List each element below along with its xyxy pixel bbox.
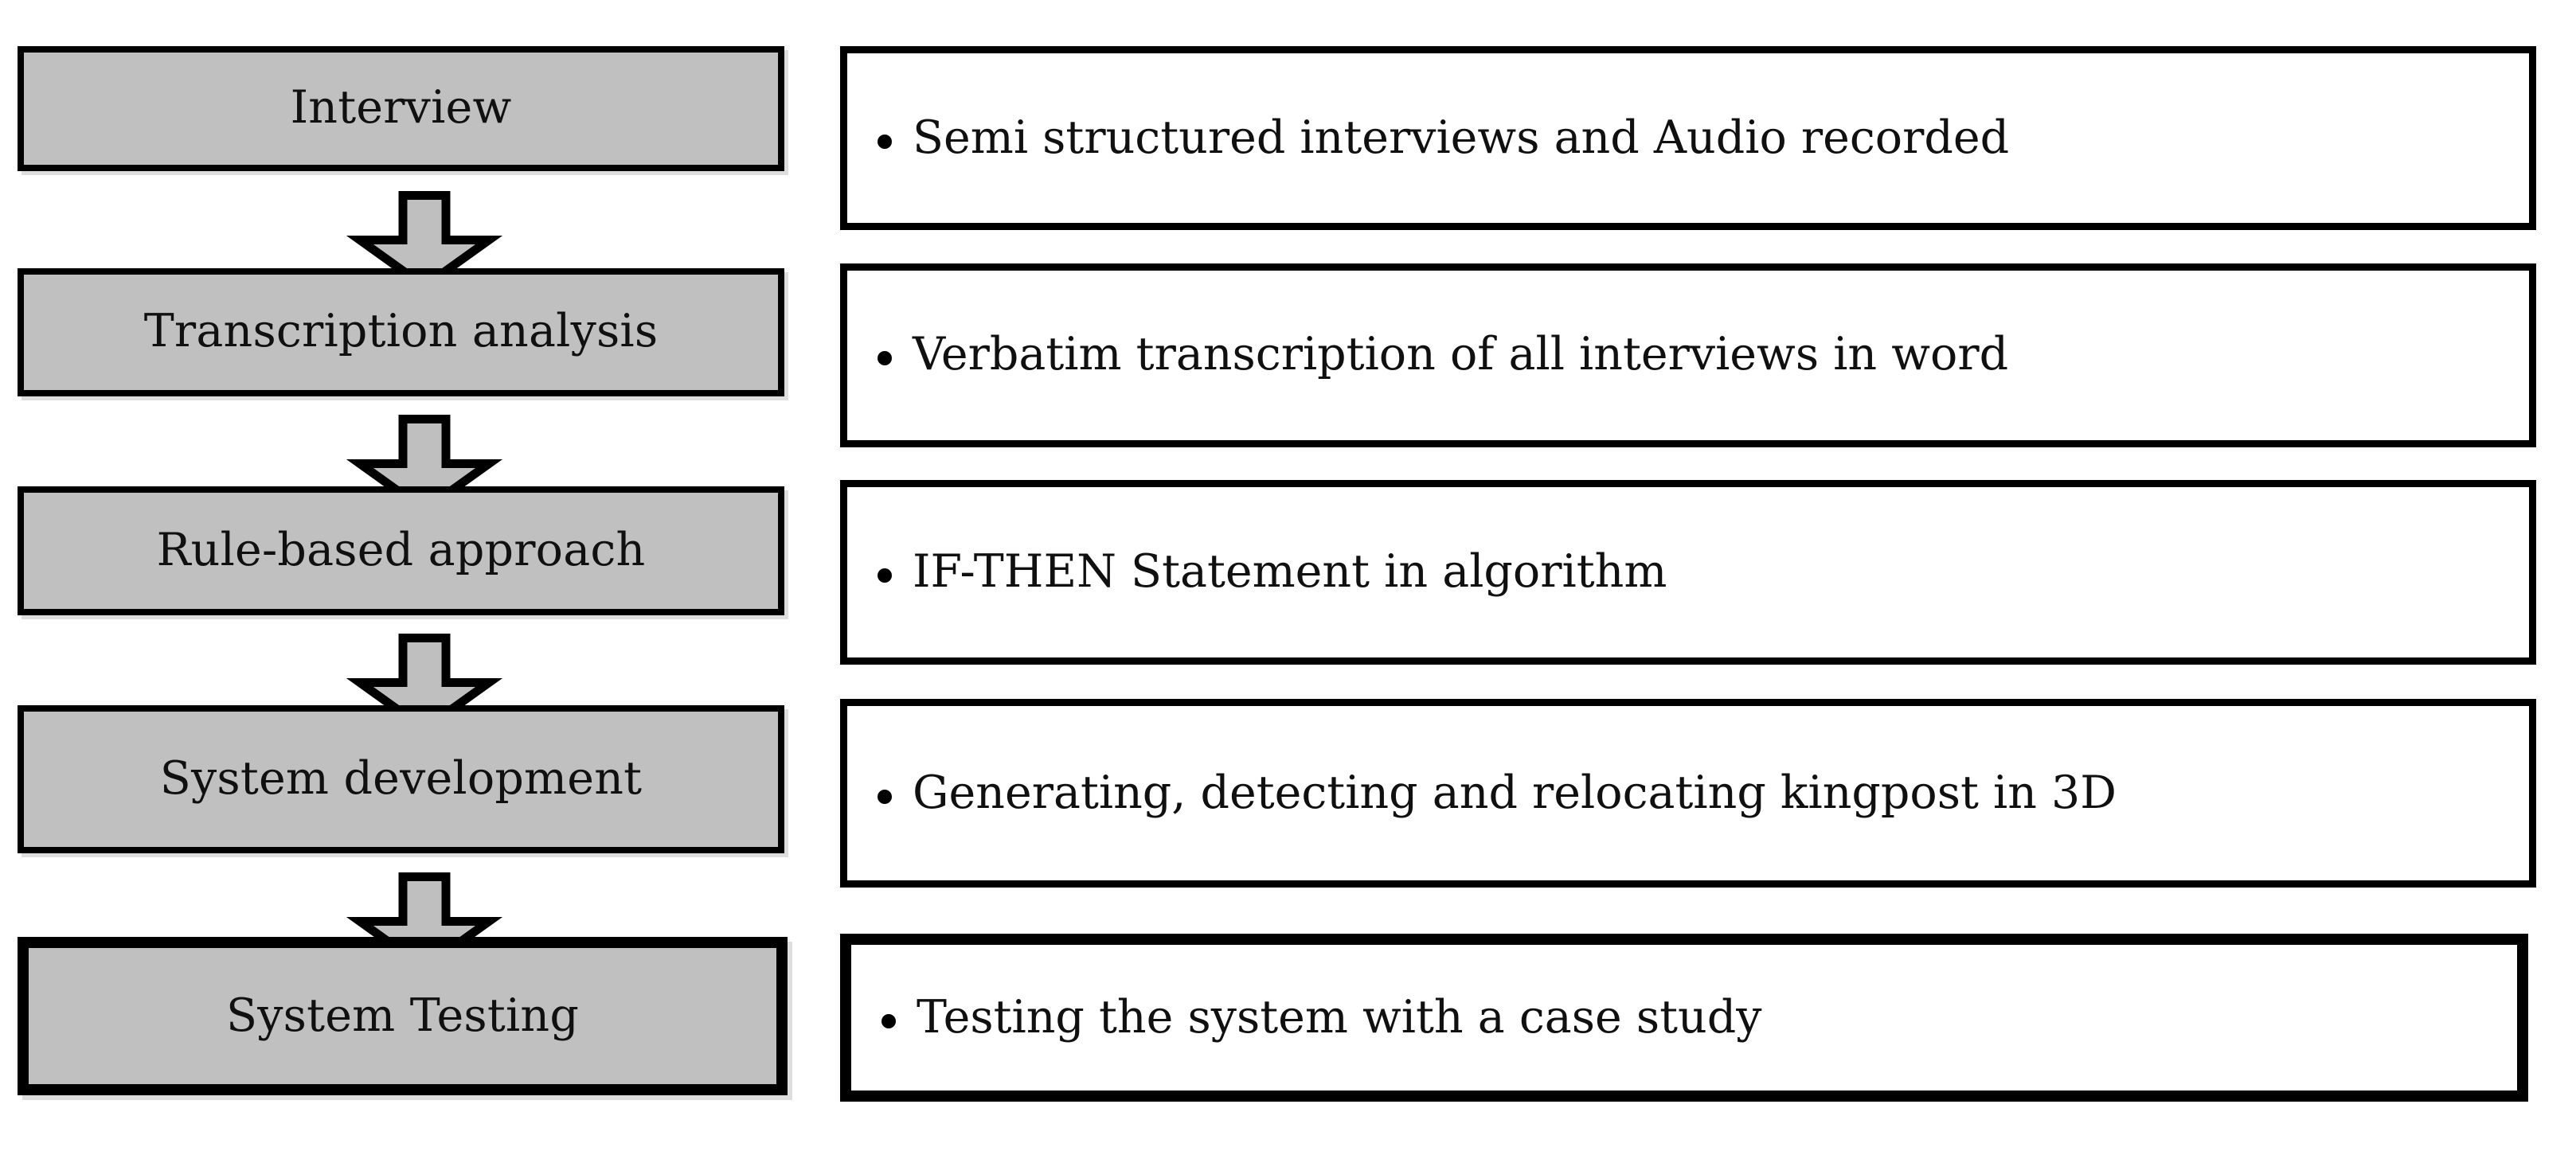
bullet-dot-icon [878, 568, 892, 583]
detail-text: Verbatim transcription of all interviews… [913, 328, 2009, 381]
flow-row-5: System Testing Testing the system with a… [0, 0, 2576, 1102]
flow-row-1: Interview Semi structured interviews and… [0, 0, 2576, 292]
flow-row-4: System development Generating, detecting… [0, 0, 2576, 973]
detail-box-rule-based-approach[interactable]: IF-THEN Statement in algorithm [840, 480, 2536, 665]
detail-box-system-development[interactable]: Generating, detecting and relocating kin… [840, 698, 2536, 888]
bullet-dot-icon [878, 351, 892, 366]
detail-box-interview[interactable]: Semi structured interviews and Audio rec… [840, 45, 2536, 231]
stage-label: System Testing [225, 989, 580, 1042]
stage-box-system-development[interactable]: System development [18, 705, 784, 854]
stage-box-interview[interactable]: Interview [18, 45, 784, 171]
detail-inner: Testing the system with a case study [851, 993, 1761, 1043]
detail-text: IF-THEN Statement in algorithm [913, 545, 1667, 599]
stage-label: System development [159, 752, 643, 806]
detail-inner: Generating, detecting and relocating kin… [847, 766, 2117, 819]
detail-box-transcription-analysis[interactable]: Verbatim transcription of all interviews… [840, 263, 2536, 447]
flow-row-2: Transcription analysis Verbatim transcri… [0, 0, 2576, 516]
detail-box-system-testing[interactable]: Testing the system with a case study [840, 934, 2528, 1102]
bullet-dot-icon [878, 789, 892, 804]
stage-box-rule-based-approach[interactable]: Rule-based approach [18, 486, 784, 615]
stage-label: Interview [290, 81, 512, 135]
detail-text: Generating, detecting and relocating kin… [913, 766, 2117, 819]
detail-inner: Semi structured interviews and Audio rec… [847, 111, 2010, 164]
detail-inner: Verbatim transcription of all interviews… [847, 330, 2008, 380]
detail-text: Semi structured interviews and Audio rec… [913, 111, 2010, 164]
bullet-dot-icon [878, 134, 892, 149]
bullet-dot-icon [881, 1013, 896, 1028]
stage-label: Transcription analysis [143, 305, 659, 358]
detail-inner: IF-THEN Statement in algorithm [847, 548, 1667, 597]
stage-box-system-testing[interactable]: System Testing [18, 937, 788, 1095]
stage-box-transcription-analysis[interactable]: Transcription analysis [18, 267, 784, 396]
detail-text: Testing the system with a case study [917, 990, 1762, 1044]
flow-row-3: Rule-based approach IF-THEN Statement in… [0, 0, 2576, 735]
stage-label: Rule-based approach [156, 524, 646, 577]
